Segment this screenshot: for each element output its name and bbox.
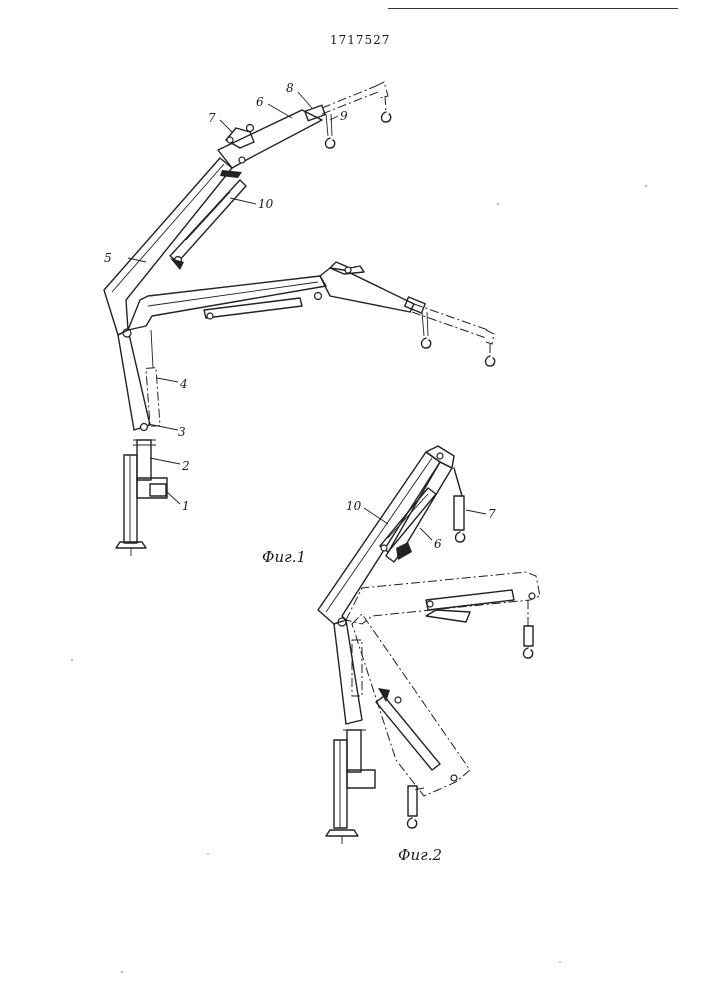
fig2-main-boom <box>318 452 440 624</box>
fig2-label-10: 10 <box>346 499 362 513</box>
fig2-label-7: 7 <box>488 507 496 521</box>
fig2-base-foot <box>326 830 358 836</box>
fig1-label-10: 10 <box>258 197 274 211</box>
fig2-label-6: 6 <box>434 537 442 551</box>
fig2-hook-arm <box>454 496 464 530</box>
fig1-column <box>137 440 151 480</box>
figure-1-drawing: 1 2 3 4 5 6 7 8 9 10 <box>104 81 495 556</box>
figure-1-caption: Фиг.1 <box>262 548 306 566</box>
fig1-label-8: 8 <box>286 81 294 95</box>
fig2-hook-lowered <box>408 818 417 828</box>
fig2-lowered-boom <box>352 614 470 796</box>
fig1-hook-inner <box>326 138 335 148</box>
fig1-boom-cylinder <box>170 180 246 262</box>
fig1-lower-arm <box>118 330 150 430</box>
fig1-lowered-cylinder <box>204 298 302 318</box>
fig2-hook-raised <box>456 532 465 542</box>
figure-2-drawing: 10 6 7 <box>318 446 540 844</box>
fig1-label-7: 7 <box>208 111 216 125</box>
fig1-label-4: 4 <box>179 377 188 391</box>
fig2-horizontal-cylinder <box>426 590 514 610</box>
fig1-lowered-main-boom <box>128 276 326 330</box>
fig2-lower-arm <box>334 620 362 724</box>
fig1-label-1: 1 <box>182 499 190 513</box>
fig1-label-5: 5 <box>104 251 112 265</box>
fig1-outer-boom <box>218 110 322 168</box>
fig1-turntable <box>137 478 167 498</box>
fig1-hook-tip <box>382 112 391 122</box>
fig1-label-2: 2 <box>181 459 190 473</box>
fig1-base-post <box>124 455 137 543</box>
fig1-lowered-hook-inner <box>422 338 431 348</box>
fig1-lowered-hook-tip <box>486 356 495 366</box>
fig2-base-post <box>334 740 347 828</box>
fig1-label-3: 3 <box>178 425 186 439</box>
fig2-column <box>347 730 361 772</box>
fig1-leader-lines <box>128 92 338 504</box>
figure-2-caption: Фиг.2 <box>398 846 442 864</box>
fig1-label-6: 6 <box>256 95 264 109</box>
fig2-lowered-cylinder <box>376 696 440 770</box>
fig2-hook-horizontal <box>524 648 533 658</box>
scan-specks <box>71 185 647 973</box>
fig1-label-9: 9 <box>340 109 348 123</box>
fig1-lowered-outer-boom <box>320 268 414 312</box>
